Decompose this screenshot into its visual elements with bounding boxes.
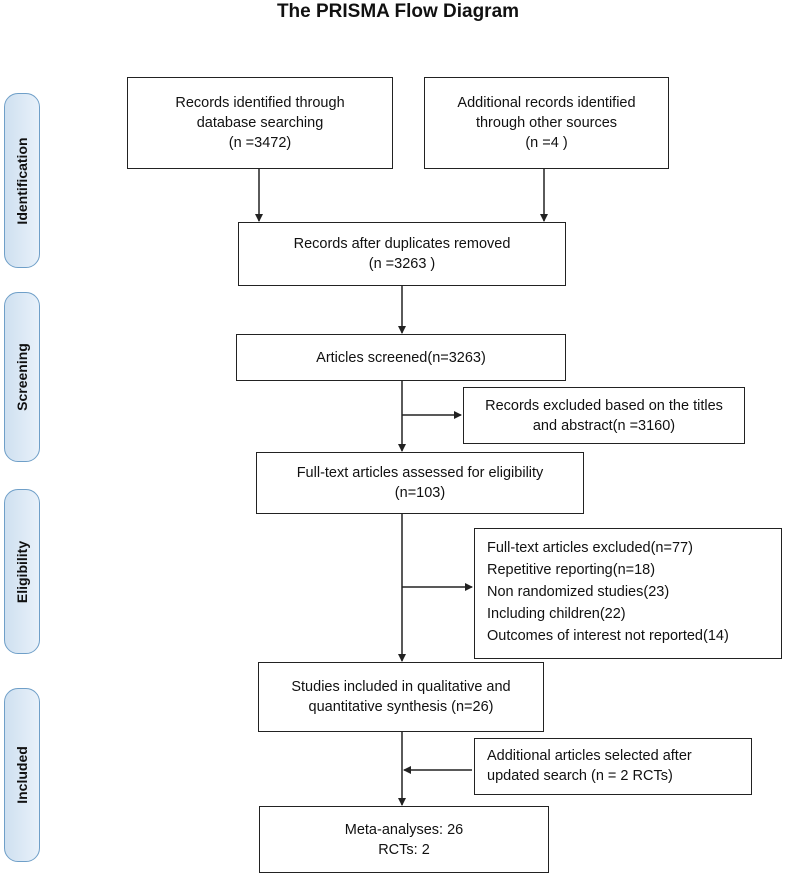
excluded-titles-count: and abstract(n =3160) <box>532 417 676 434</box>
box-records-database: Records identified through database sear… <box>127 77 393 169</box>
final-meta-analyses: Meta-analyses: 26 <box>344 821 464 838</box>
fulltext-line1: Full-text articles assessed for eligibil… <box>296 465 544 481</box>
stage-eligibility: Eligibility <box>4 489 40 654</box>
fulltext-excluded-reason-3: Including children(22) <box>487 606 626 622</box>
fulltext-excluded-reason-4: Outcomes of interest not reported(14) <box>487 628 729 644</box>
fulltext-excluded-reason-2: Non randomized studies(23) <box>487 584 670 600</box>
box-articles-screened: Articles screened(n=3263) <box>236 334 566 381</box>
box-duplicates-removed: Records after duplicates removed (n =326… <box>238 222 566 286</box>
other-sources-line2: through other sources <box>475 115 618 131</box>
excluded-titles-line1: Records excluded based on the titles <box>485 397 723 414</box>
diagram-title: The PRISMA Flow Diagram <box>276 1 520 22</box>
final-rcts: RCTs: 2 <box>378 841 430 858</box>
database-line1: Records identified through <box>175 95 345 111</box>
duplicates-line1: Records after duplicates removed <box>293 236 511 252</box>
screened-line1: Articles screened(n=3263) <box>316 349 486 366</box>
other-sources-line1: Additional records identified <box>457 95 636 111</box>
duplicates-count: (n =3263 ) <box>368 256 436 272</box>
fulltext-excluded-reason-1: Repetitive reporting(n=18) <box>487 562 656 578</box>
box-excluded-titles: Records excluded based on the titles and… <box>463 387 745 444</box>
stage-screening: Screening <box>4 292 40 462</box>
additional-articles-line1: Additional articles selected after <box>487 748 692 764</box>
included-studies-count: quantitative synthesis (n=26) <box>308 699 494 715</box>
box-final-analysis: Meta-analyses: 26 RCTs: 2 <box>259 806 549 873</box>
fulltext-excluded-total: Full-text articles excluded(n=77) <box>487 540 693 556</box>
box-fulltext-assessed: Full-text articles assessed for eligibil… <box>256 452 584 514</box>
box-studies-included: Studies included in qualitative and quan… <box>258 662 544 732</box>
additional-articles-count: updated search (n = 2 RCTs) <box>487 768 673 784</box>
fulltext-count: (n=103) <box>394 485 446 501</box>
other-sources-count: (n =4 ) <box>525 135 568 151</box>
box-additional-articles: Additional articles selected after updat… <box>474 738 752 795</box>
database-line2: database searching <box>196 115 324 131</box>
box-fulltext-excluded: Full-text articles excluded(n=77) Repeti… <box>474 528 782 659</box>
included-studies-line1: Studies included in qualitative and <box>291 679 511 695</box>
box-other-sources: Additional records identified through ot… <box>424 77 669 169</box>
database-count: (n =3472) <box>228 135 292 151</box>
stage-identification: Identification <box>4 93 40 268</box>
stage-included: Included <box>4 688 40 862</box>
